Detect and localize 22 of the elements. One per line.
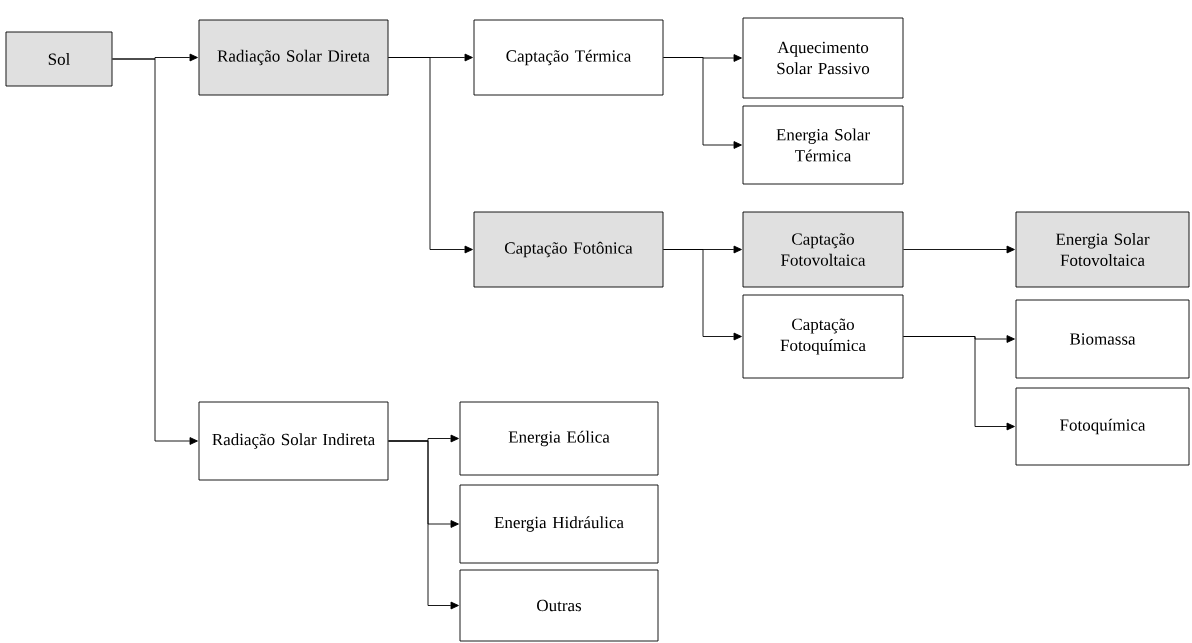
process-box: Biomassa xyxy=(1015,299,1190,379)
shaded-box: Radiação Solar Direta xyxy=(198,19,389,96)
arrow xyxy=(388,57,473,254)
arrow xyxy=(663,57,742,149)
arrow xyxy=(112,58,198,445)
shaded-box: Energia Solar Fotovoltaica xyxy=(1015,211,1190,288)
shaded-box: Captação Fotônica xyxy=(473,211,664,288)
shaded-box: Sol xyxy=(5,31,113,87)
arrow xyxy=(903,245,1015,254)
process-box: Radiação Solar Indireta xyxy=(198,401,389,481)
process-box: Energia Eólica xyxy=(459,401,659,476)
process-box: Energia Solar Térmica xyxy=(742,105,904,185)
process-box: Aquecimento Solar Passivo xyxy=(742,17,904,99)
process-box: Energia Hidráulica xyxy=(459,484,659,564)
arrow xyxy=(903,336,1015,431)
process-box: Captação Fotoquímica xyxy=(742,294,904,379)
shaded-box: Captação Fotovoltaica xyxy=(742,211,904,288)
process-box: Fotoquímica xyxy=(1015,387,1190,466)
arrow xyxy=(388,440,459,610)
arrow xyxy=(663,249,742,341)
process-box: Outras xyxy=(459,569,659,642)
process-box: Captação Térmica xyxy=(473,19,664,96)
